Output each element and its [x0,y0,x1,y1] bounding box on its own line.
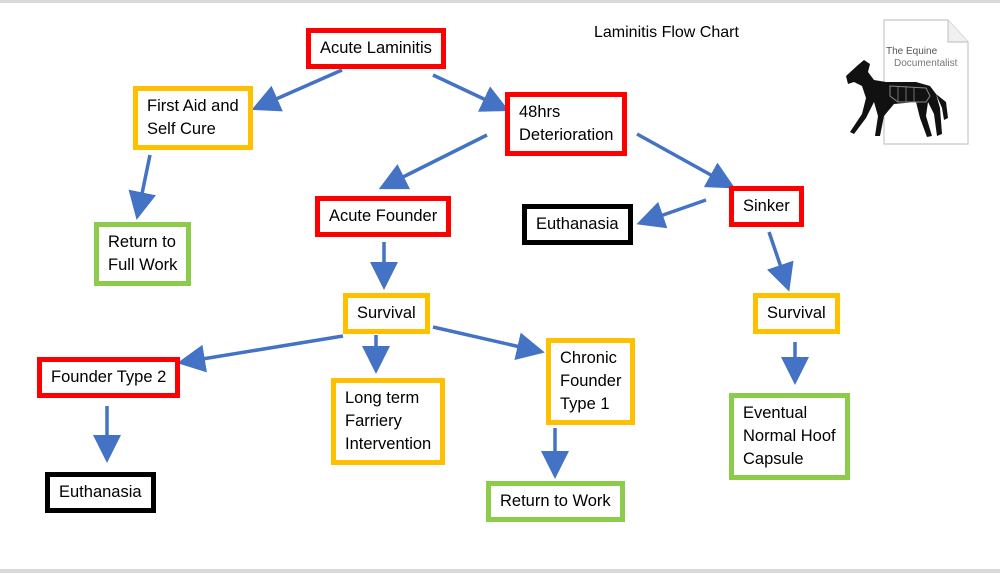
bottom-border [0,569,1000,573]
node-line: Self Cure [147,120,216,138]
node-line: Farriery [345,412,402,430]
horse-icon [846,60,948,137]
arrow-firstaid-to-return [128,154,156,220]
node-acute-founder: Acute Founder [315,196,452,237]
node-eventual-normal-hoof: Eventual Normal Hoof Capsule [729,393,850,480]
node-long-term-farriery: Long term Farriery Intervention [331,378,446,465]
arrow-sinker-to-euthanasia [636,198,707,229]
node-line: Type 1 [560,395,610,413]
node-line: Full Work [108,256,178,274]
node-return-full-work: Return to Full Work [94,222,192,286]
node-survival-middle: Survival [343,293,430,334]
arrow-sinker-to-survival [766,231,794,292]
node-line: Return to Work [500,492,611,510]
logo-line2: Documentalist [894,58,958,69]
node-first-aid: First Aid and Self Cure [133,86,253,150]
node-line: Survival [357,304,416,322]
node-line: Chronic [560,349,617,367]
top-border [0,0,1000,3]
node-return-to-work: Return to Work [486,481,625,522]
node-founder-type-2: Founder Type 2 [37,357,181,398]
arrow-deterioration-to-sinker [636,132,736,189]
node-survival-right: Survival [753,293,840,334]
node-line: 48hrs [519,103,561,121]
arrow-deterioration-to-founder [378,133,488,190]
chart-title: Laminitis Flow Chart [594,24,739,41]
node-euthanasia-left: Euthanasia [45,472,156,513]
logo-line1: The Equine [886,46,938,57]
node-line: Eventual [743,404,808,422]
node-line: Capsule [743,450,804,468]
node-line: Long term [345,389,420,407]
node-line: Founder Type 2 [51,368,167,386]
node-sinker: Sinker [729,186,804,227]
arrow-laminitis-to-firstaid [251,68,343,112]
node-line: Survival [767,304,826,322]
logo: The Equine Documentalist [838,18,978,148]
node-chronic-founder: Chronic Founder Type 1 [546,338,636,425]
arrow-laminitis-to-deterioration [432,73,510,112]
node-line: Acute Laminitis [320,39,432,57]
node-48hrs-deterioration: 48hrs Deterioration [505,92,628,156]
arrow-survival-to-chronic [432,325,545,360]
node-line: Deterioration [519,126,614,144]
node-line: Founder [560,372,622,390]
node-acute-laminitis: Acute Laminitis [306,28,446,69]
node-line: Intervention [345,435,432,453]
arrow-survival-to-type2 [177,334,344,373]
node-line: Return to [108,233,176,251]
node-line: Normal Hoof [743,427,836,445]
node-line: First Aid and [147,97,239,115]
node-line: Acute Founder [329,207,438,225]
node-line: Euthanasia [536,215,619,233]
node-euthanasia-right: Euthanasia [522,204,633,245]
node-line: Euthanasia [59,483,142,501]
node-line: Sinker [743,197,790,215]
